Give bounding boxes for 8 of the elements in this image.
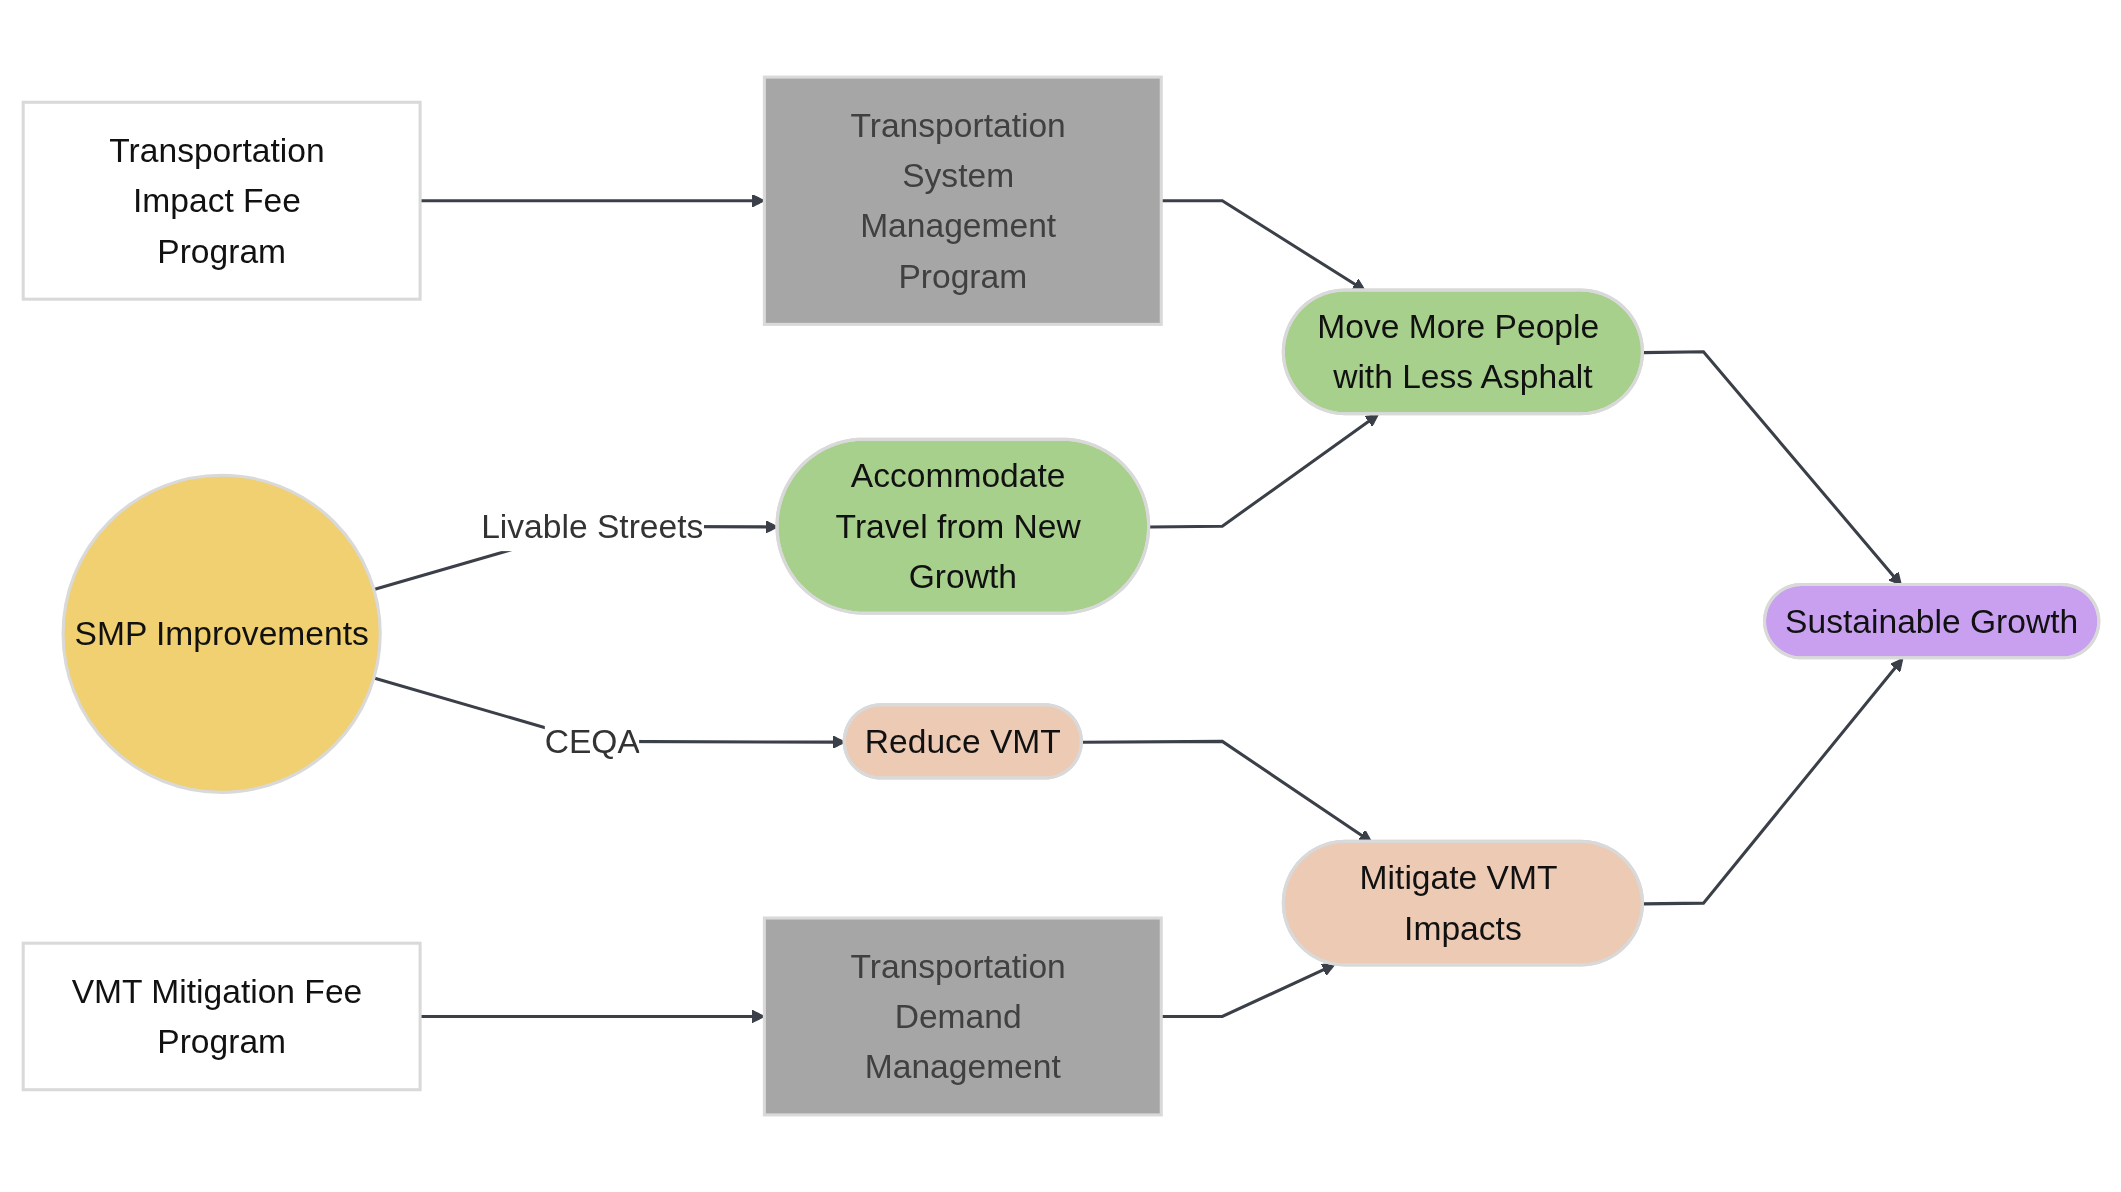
edge-label: CEQA [544, 722, 640, 761]
node-box: Transportation Impact Fee Program [21, 100, 422, 301]
node-box: Transportation Demand Management [762, 916, 1163, 1117]
node-circle: SMP Improvements [61, 473, 382, 794]
node-box: VMT Mitigation Fee Program [21, 941, 422, 1092]
edge-label: Livable Streets [480, 507, 703, 546]
node-box: Transportation System Management Program [762, 75, 1163, 326]
arrow [1642, 658, 1903, 906]
